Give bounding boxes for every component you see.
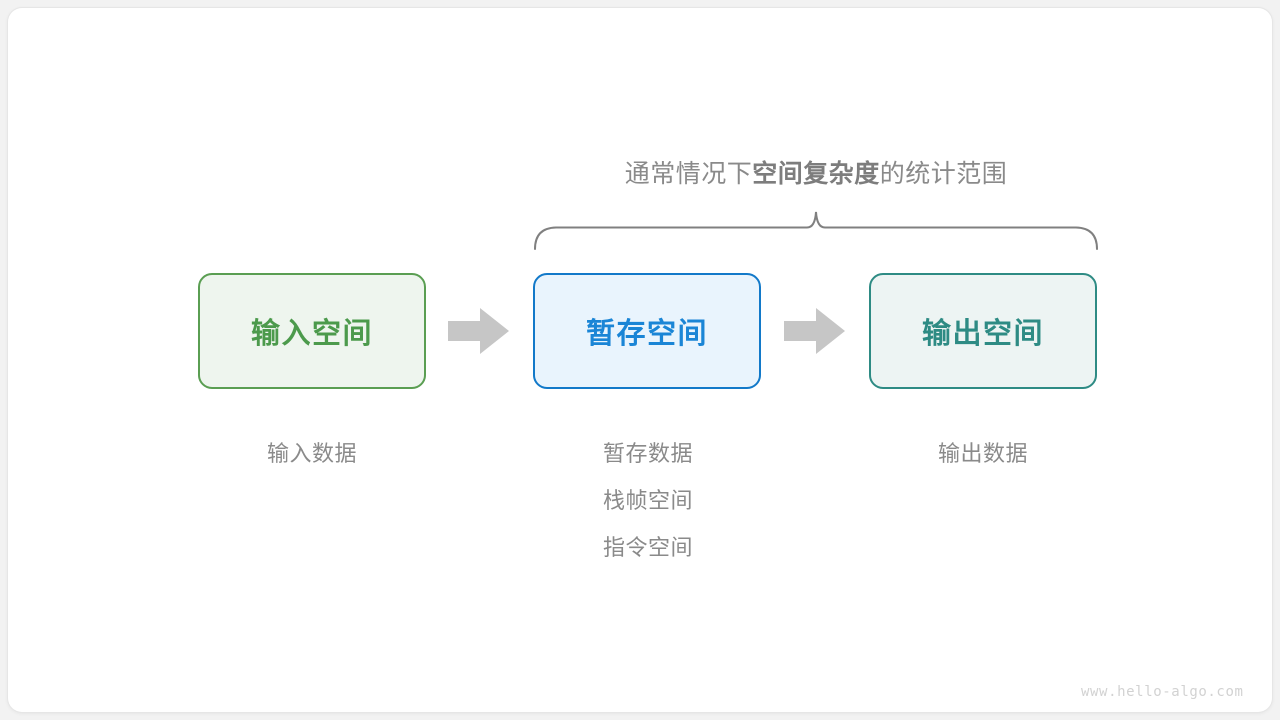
caption-column-buffer: 暂存数据 栈帧空间 指令空间 <box>518 430 778 571</box>
arrow-right-icon <box>448 308 509 354</box>
arrow-right-icon <box>784 308 845 354</box>
caption-line: 栈帧空间 <box>602 488 693 513</box>
watermark: www.hello-algo.com <box>1081 684 1244 700</box>
brace-caption-suffix: 的统计范围 <box>879 160 1008 188</box>
brace-caption: 通常情况下空间复杂度的统计范围 <box>516 154 1116 190</box>
caption-column-output: 输出数据 <box>853 430 1113 477</box>
flow-box-input-label: 输入空间 <box>250 318 373 350</box>
brace-caption-prefix: 通常情况下 <box>624 160 753 188</box>
caption-line: 暂存数据 <box>602 441 693 466</box>
flow-box-output-label: 输出空间 <box>921 318 1044 350</box>
caption-line: 输出数据 <box>937 441 1028 466</box>
curly-brace-icon <box>534 211 1098 250</box>
diagram-frame: 通常情况下空间复杂度的统计范围 输入空间 暂存空间 输出空间 输入数据 暂存数据 <box>8 8 1272 712</box>
caption-line: 指令空间 <box>602 535 693 560</box>
flow-box-input[interactable]: 输入空间 <box>198 273 426 389</box>
flow-box-buffer[interactable]: 暂存空间 <box>533 273 761 389</box>
caption-line: 输入数据 <box>266 441 357 466</box>
flow-box-buffer-label: 暂存空间 <box>585 318 708 350</box>
brace-caption-emphasis: 空间复杂度 <box>752 160 880 188</box>
caption-column-input: 输入数据 <box>182 430 442 477</box>
flow-box-output[interactable]: 输出空间 <box>869 273 1097 389</box>
